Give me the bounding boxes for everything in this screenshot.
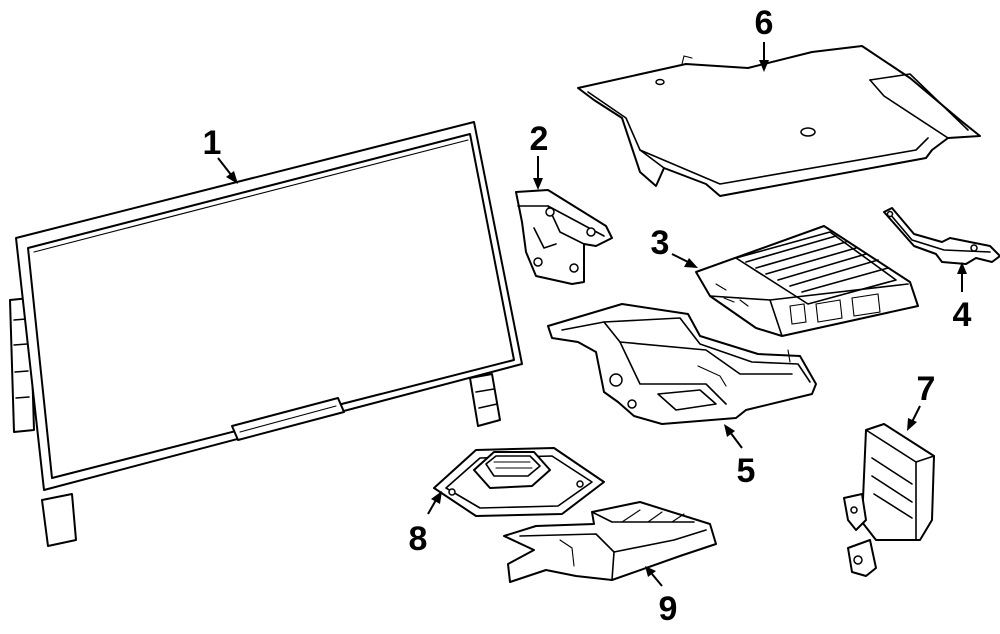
part-2-mounting-bracket[interactable] (515, 189, 613, 285)
callout-8: 8 (409, 520, 428, 558)
callout-1: 1 (203, 124, 222, 162)
part-8-sensor-unit[interactable] (433, 447, 605, 517)
callout-9: 9 (659, 590, 678, 628)
part-9-lower-bracket[interactable] (503, 501, 717, 583)
part-1-display-monitor[interactable] (9, 121, 523, 547)
callout-2: 2 (530, 120, 549, 158)
callout-5: 5 (737, 452, 756, 490)
part-3-control-module[interactable] (695, 225, 919, 337)
callout-3: 3 (651, 224, 670, 262)
callout-7: 7 (917, 370, 936, 408)
callout-labels: 1 2 3 4 5 6 7 8 9 (203, 4, 972, 628)
part-6-tray-cover[interactable] (577, 45, 981, 197)
callout-4: 4 (953, 296, 972, 334)
part-5-lower-plate[interactable] (547, 303, 817, 425)
leader-lines (217, 42, 967, 587)
part-7-control-unit[interactable] (843, 423, 935, 577)
part-4-small-bracket[interactable] (883, 207, 1000, 265)
callout-6: 6 (755, 4, 774, 42)
